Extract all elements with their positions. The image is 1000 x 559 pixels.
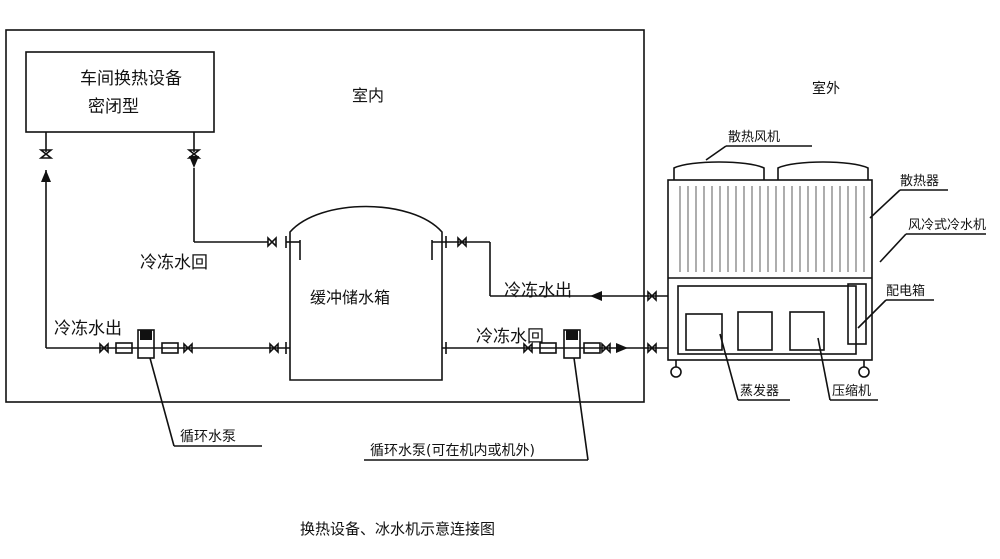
left-arrow (590, 291, 602, 301)
pump-label-left: 循环水泵 (180, 429, 236, 445)
return-label-right: 冷冻水回 (476, 327, 544, 347)
return-label-left: 冷冻水回 (140, 253, 208, 273)
compressor-2 (789, 311, 825, 351)
fan-label: 散热风机 (728, 130, 781, 145)
air-chiller-label: 风冷式冷水机 (908, 218, 987, 233)
out-label-right: 冷冻水出 (504, 281, 572, 301)
indoor-room-boundary (5, 29, 645, 403)
evaporator (685, 313, 723, 351)
pump-label-right: 循环水泵(可在机内或机外) (370, 443, 535, 459)
up-arrow (41, 170, 51, 182)
compressor-label: 压缩机 (832, 384, 872, 399)
diagram-title: 换热设备、冰水机示意连接图 (300, 520, 496, 538)
electric-box-label: 配电箱 (886, 284, 926, 299)
out-label-left: 冷冻水出 (54, 319, 122, 339)
heat-exchanger-title: 车间换热设备 (80, 69, 182, 89)
buffer-tank (289, 205, 443, 381)
heat-exchanger-box (25, 51, 215, 133)
heat-exchanger-type: 密闭型 (88, 97, 139, 117)
evaporator-label: 蒸发器 (740, 384, 780, 399)
electric-box (847, 283, 867, 345)
fan-right (777, 161, 869, 180)
buffer-tank-label: 缓冲储水箱 (310, 288, 391, 307)
chiller-unit (667, 179, 873, 361)
outdoor-label: 室外 (812, 81, 840, 97)
compressor-1 (737, 311, 773, 351)
indoor-label: 室内 (352, 86, 385, 105)
fan-left (673, 161, 765, 180)
down-arrow (189, 156, 199, 168)
radiator-label: 散热器 (900, 174, 940, 189)
right-arrow (616, 343, 628, 353)
